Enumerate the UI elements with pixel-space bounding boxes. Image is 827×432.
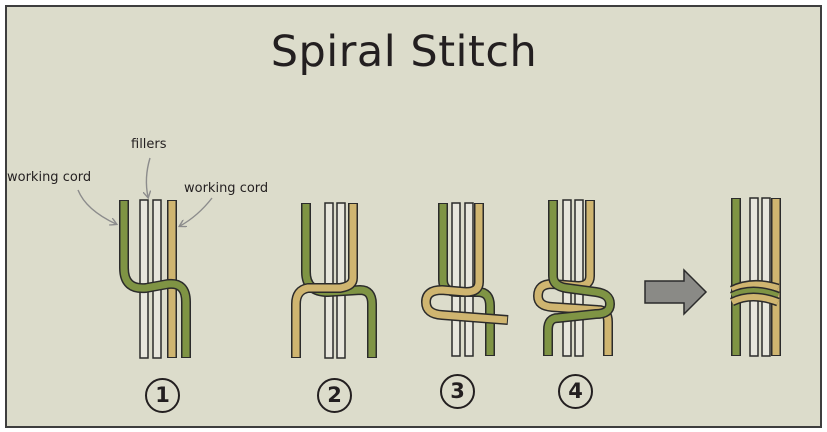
step-2-diagram bbox=[291, 202, 377, 359]
label-working-cord-left: working cord bbox=[7, 170, 92, 185]
step-number-1: 1 bbox=[145, 378, 180, 413]
filler-cord bbox=[574, 199, 584, 357]
filler-cord bbox=[139, 199, 149, 359]
right-arrow-icon bbox=[644, 268, 708, 316]
filler-cord bbox=[562, 199, 572, 357]
step-3-diagram bbox=[421, 202, 509, 357]
pointer-right-arrow bbox=[180, 197, 213, 226]
filler-cord bbox=[324, 202, 334, 359]
label-fillers: fillers bbox=[131, 137, 167, 152]
filler-cord bbox=[761, 197, 771, 357]
label-working-cord-right: working cord bbox=[184, 181, 269, 196]
pointer-left-arrow bbox=[77, 189, 116, 224]
pointer-arrows bbox=[77, 157, 213, 226]
step-number-2: 2 bbox=[317, 378, 352, 413]
finished-knot-diagram bbox=[729, 197, 781, 357]
step-number-3: 3 bbox=[440, 374, 475, 409]
step-number-4: 4 bbox=[558, 374, 593, 409]
page-title: Spiral Stitch bbox=[270, 27, 538, 77]
filler-cord bbox=[749, 197, 759, 357]
pointer-fillers-arrow bbox=[146, 157, 150, 197]
filler-cord bbox=[451, 202, 461, 357]
filler-cord bbox=[336, 202, 346, 359]
step-1-diagram bbox=[119, 199, 191, 359]
filler-cord bbox=[152, 199, 162, 359]
filler-cord bbox=[464, 202, 474, 357]
step-4-diagram bbox=[533, 199, 615, 357]
